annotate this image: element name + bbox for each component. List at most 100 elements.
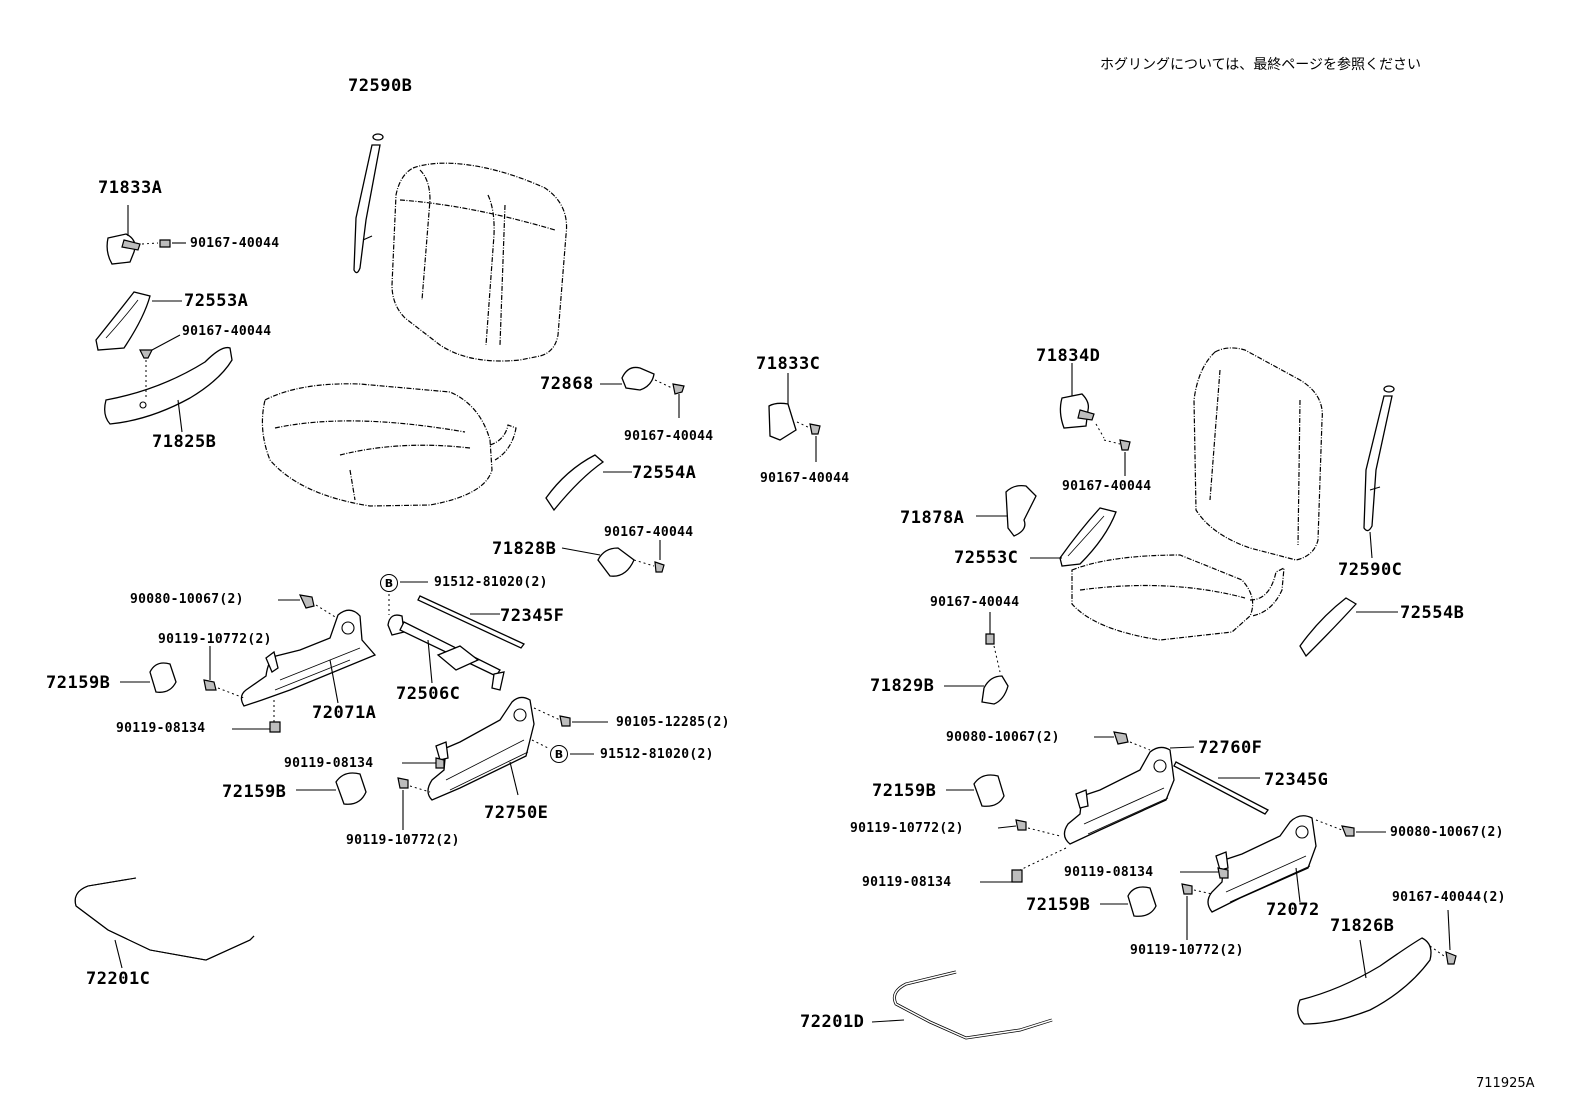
part-72506C xyxy=(387,594,505,691)
bolt-90119-10772-right-lower xyxy=(1181,883,1213,940)
label-72071A: 72071A xyxy=(312,703,377,723)
part-72553A xyxy=(95,291,182,351)
right-seatback xyxy=(1193,347,1323,561)
left-seatback xyxy=(391,162,568,362)
label-72506C: 72506C xyxy=(396,684,461,704)
seatbelt-72590C xyxy=(1363,385,1395,559)
label-72201D: 72201D xyxy=(800,1012,865,1032)
label-71833A: 71833A xyxy=(98,178,163,198)
part-72159B-right-upper xyxy=(946,774,1005,807)
label-90167-e: 90167-40044 xyxy=(604,525,694,540)
label-90080-a: 90080-10067(2) xyxy=(130,592,244,607)
label-72345F: 72345F xyxy=(500,606,565,626)
left-seat-cushion xyxy=(261,383,517,507)
part-71834D xyxy=(1059,363,1131,476)
label-90167-g: 90167-40044 xyxy=(930,595,1020,610)
bolt-90080-right-lower xyxy=(1315,819,1386,837)
part-72201C xyxy=(74,877,255,969)
part-71878A xyxy=(976,484,1037,537)
part-72760F xyxy=(1063,746,1195,845)
bolt-90119-08134-left xyxy=(232,700,281,733)
label-71828B: 71828B xyxy=(492,539,557,559)
part-71826B xyxy=(1297,909,1457,1025)
label-90167-f: 90167-40044 xyxy=(1062,479,1152,494)
seatbelt-72590B xyxy=(353,133,384,274)
part-71833A xyxy=(106,205,186,265)
label-91512-a: 91512-81020(2) xyxy=(434,575,548,590)
bolt-90119-08134-mid xyxy=(402,757,445,769)
part-72201D xyxy=(871,970,1053,1040)
label-90119-08134-d: 90119-08134 xyxy=(862,875,952,890)
label-90167-h: 90167-40044(2) xyxy=(1392,890,1506,905)
label-72553A: 72553A xyxy=(184,291,249,311)
label-72159B-c: 72159B xyxy=(872,781,937,801)
label-71833C: 71833C xyxy=(756,354,821,374)
part-71825B xyxy=(104,334,233,433)
bolt-90119-10772-left xyxy=(203,646,245,699)
part-72071A xyxy=(240,609,377,707)
bolt-90119-10772-right-upper xyxy=(997,819,1061,837)
label-90080-b: 90080-10067(2) xyxy=(946,730,1060,745)
label-90119-08134-a: 90119-08134 xyxy=(116,721,206,736)
bolt-marker-b-lower: B xyxy=(550,745,568,763)
bolt-90119-10772-mid xyxy=(397,777,431,830)
label-72159B-a: 72159B xyxy=(46,673,111,693)
part-72159B-right-lower xyxy=(1100,886,1157,917)
label-90119-08134-c: 90119-08134 xyxy=(1064,865,1154,880)
part-72554B xyxy=(1299,597,1398,658)
bolt-90119-08134-right xyxy=(980,869,1023,883)
part-72554A xyxy=(545,454,632,512)
part-71829B xyxy=(944,675,1009,705)
label-90167-c: 90167-40044 xyxy=(624,429,714,444)
label-72201C: 72201C xyxy=(86,969,151,989)
bolt-90080-left xyxy=(278,594,341,621)
bolt-90167-right-mid xyxy=(985,612,1001,673)
label-71829B: 71829B xyxy=(870,676,935,696)
label-71878A: 71878A xyxy=(900,508,965,528)
part-72750E xyxy=(427,696,535,801)
part-71833C xyxy=(768,373,821,462)
part-72553C xyxy=(1030,507,1117,567)
label-72590B: 72590B xyxy=(348,76,413,96)
part-72345F xyxy=(417,595,526,649)
part-72072 xyxy=(1207,815,1317,913)
right-seat-cushion xyxy=(1071,554,1285,641)
part-72868 xyxy=(600,366,685,418)
bolt-90105 xyxy=(533,707,608,727)
label-72159B-b: 72159B xyxy=(222,782,287,802)
part-72159B-left-upper xyxy=(120,662,177,693)
label-72345G: 72345G xyxy=(1264,770,1329,790)
label-72072: 72072 xyxy=(1266,900,1320,920)
note-hog-ring: ホグリングについては、最終ページを参照ください xyxy=(1100,57,1422,73)
label-71825B: 71825B xyxy=(152,432,217,452)
label-90167-a: 90167-40044 xyxy=(190,236,280,251)
label-72553C: 72553C xyxy=(954,548,1019,568)
label-72750E: 72750E xyxy=(484,803,549,823)
label-90119-10772-c: 90119-10772(2) xyxy=(850,821,964,836)
part-71828B xyxy=(561,540,665,577)
label-72868: 72868 xyxy=(540,374,594,394)
label-72554A: 72554A xyxy=(632,463,697,483)
label-90105: 90105-12285(2) xyxy=(616,715,730,730)
figure-code: 711925A xyxy=(1476,1076,1535,1091)
part-72345G xyxy=(1173,761,1269,815)
label-72760F: 72760F xyxy=(1198,738,1263,758)
label-72554B: 72554B xyxy=(1400,603,1465,623)
label-71826B: 71826B xyxy=(1330,916,1395,936)
label-90080-c: 90080-10067(2) xyxy=(1390,825,1504,840)
label-90119-10772-b: 90119-10772(2) xyxy=(346,833,460,848)
bolt-90080-right-upper xyxy=(1094,731,1151,751)
label-72590C: 72590C xyxy=(1338,560,1403,580)
label-90119-08134-b: 90119-08134 xyxy=(284,756,374,771)
label-90119-10772-d: 90119-10772(2) xyxy=(1130,943,1244,958)
label-90167-d: 90167-40044 xyxy=(760,471,850,486)
label-90167-b: 90167-40044 xyxy=(182,324,272,339)
part-72159B-left-lower xyxy=(296,772,367,805)
label-91512-b: 91512-81020(2) xyxy=(600,747,714,762)
label-90119-10772-a: 90119-10772(2) xyxy=(158,632,272,647)
label-72159B-d: 72159B xyxy=(1026,895,1091,915)
bolt-marker-b-upper: B xyxy=(380,574,398,592)
label-71834D: 71834D xyxy=(1036,346,1101,366)
